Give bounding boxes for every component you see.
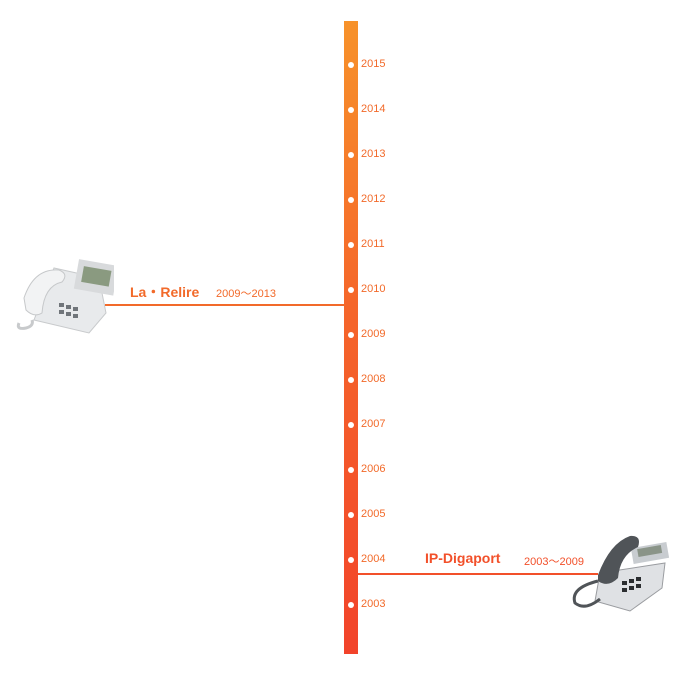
timeline-tick: 2013: [347, 148, 407, 161]
timeline-dot: [348, 62, 354, 68]
timeline-dot: [348, 152, 354, 158]
timeline-tick: 2006: [347, 463, 407, 476]
year-label: 2015: [361, 58, 386, 70]
white-office-phone-icon: [16, 259, 114, 334]
year-label: 2004: [361, 553, 386, 565]
timeline-tick: 2003: [347, 598, 407, 611]
timeline-dot: [348, 512, 354, 518]
timeline-dot: [348, 602, 354, 608]
year-label: 2011: [361, 238, 385, 250]
timeline-dot: [348, 422, 354, 428]
product-title: La・Relire: [130, 284, 200, 300]
product-range: 2009～2013: [216, 288, 276, 300]
year-label: 2012: [361, 193, 386, 205]
timeline-dot: [348, 377, 354, 383]
timeline-tick: 2005: [347, 508, 407, 521]
year-label: 2005: [361, 508, 386, 520]
timeline-tick: 2007: [347, 418, 407, 431]
year-label: 2006: [361, 463, 386, 475]
connector-line-la-relire: [105, 304, 345, 306]
timeline-tick: 2014: [347, 103, 407, 116]
timeline-tick: 2004: [347, 553, 407, 566]
timeline-dot: [348, 332, 354, 338]
timeline-dot: [348, 242, 354, 248]
year-label: 2010: [361, 283, 386, 295]
timeline-dot: [348, 557, 354, 563]
year-label: 2009: [361, 328, 386, 340]
year-label: 2008: [361, 373, 386, 385]
timeline-tick: 2012: [347, 193, 407, 206]
year-label: 2003: [361, 598, 386, 610]
timeline-dot: [348, 467, 354, 473]
product-title: IP-Digaport: [425, 550, 501, 566]
year-label: 2013: [361, 148, 386, 160]
timeline-dot: [348, 197, 354, 203]
timeline-dot: [348, 107, 354, 113]
timeline-tick: 2010: [347, 283, 407, 296]
year-label: 2014: [361, 103, 386, 115]
timeline-tick: 2015: [347, 58, 407, 71]
product-range: 2003～2009: [524, 556, 584, 568]
timeline-tick: 2011: [347, 238, 407, 251]
timeline-tick: 2008: [347, 373, 407, 386]
connector-line-ip-digaport: [358, 573, 598, 575]
timeline-tick: 2009: [347, 328, 407, 341]
year-label: 2007: [361, 418, 386, 430]
gray-office-phone-icon: [572, 535, 670, 612]
timeline-dot: [348, 287, 354, 293]
